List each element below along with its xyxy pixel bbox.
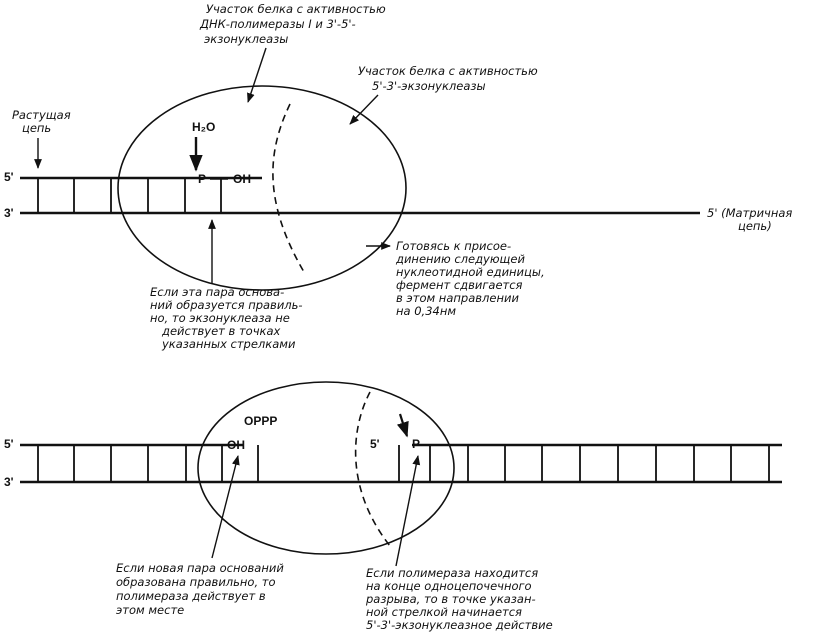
growing-chain-label: Растущая цепь: [12, 108, 74, 135]
exonuclease-region-arrow: [349, 94, 379, 125]
advance-line: Готовясь к присое-: [396, 239, 511, 253]
polymerase-note-line: Если новая пара оснований: [116, 561, 284, 575]
bottom-enzyme-ellipse: [197, 381, 455, 555]
top-base-pair-rungs: [37, 178, 222, 213]
exonuclease-site-arrow: [396, 413, 409, 438]
advance-line: на 0,34нм: [396, 304, 456, 318]
advance-line: нуклеотидной единицы,: [396, 265, 545, 279]
correct-pair-line: действует в точках: [161, 324, 280, 338]
correct-pair-line: ний образуется правиль-: [150, 298, 303, 312]
advance-note: Готовясь к присое- динению следующей нук…: [395, 239, 548, 318]
bottom-three-prime-label: 3': [4, 475, 14, 489]
triphosphate-label: OPPP: [244, 414, 277, 428]
bottom-phosphate-label: P: [412, 437, 420, 451]
correct-pair-note: Если эта пара основа- ний образуется пра…: [150, 285, 306, 351]
polymerase-region-arrow: [247, 47, 267, 103]
growing-chain-line: цепь: [22, 121, 51, 135]
exonuclease-note-line: 5'-3'-экзонуклеазное действие: [366, 618, 553, 632]
exonuclease-region-line: 5'-3'-экзонуклеазы: [372, 79, 486, 93]
polymerase-note-line: этом месте: [116, 603, 184, 617]
top-panel: 5' 3' 5' (Матричная цепь) Растущая цепь …: [4, 2, 796, 351]
correct-pair-line: указанных стрелками: [161, 337, 296, 351]
polymerase-site-arrow: [211, 455, 240, 559]
exonuclease-region-line: Участок белка с активностью: [358, 64, 538, 78]
polymerase-region-label: Участок белка с активностью ДНК-полимера…: [199, 2, 389, 46]
bottom-domain-boundary: [354, 391, 391, 547]
polymerase-note: Если новая пара оснований образована пра…: [116, 561, 287, 617]
water-label: H₂O: [192, 120, 215, 134]
bottom-base-pair-rungs: [37, 445, 770, 482]
bottom-panel: 5' 3' OPPP OH 5' P Если новая пара основ…: [4, 381, 782, 632]
bottom-five-prime-gap-label: 5': [370, 437, 380, 451]
correct-pair-line: Если эта пара основа-: [150, 285, 284, 299]
hydroxyl-label: OH: [233, 172, 251, 186]
correct-pair-line: но, то экзонуклеаза не: [150, 311, 290, 325]
exonuclease-note-arrow: [395, 455, 421, 567]
advance-line: в этом направлении: [396, 291, 519, 305]
exonuclease-note: Если полимераза находится на конце одноц…: [365, 566, 553, 632]
top-three-prime-label: 3': [4, 206, 14, 220]
exonuclease-region-label: Участок белка с активностью 5'-3'-экзону…: [358, 64, 541, 93]
exonuclease-note-line: ной стрелкой начинается: [366, 605, 522, 619]
growing-chain-line: Растущая: [12, 108, 71, 122]
bottom-hydroxyl-label: OH: [227, 438, 245, 452]
template-chain-line: 5' (Матричная: [707, 206, 792, 220]
exonuclease-note-line: Если полимераза находится: [366, 566, 538, 580]
top-domain-boundary: [272, 103, 305, 273]
top-five-prime-label: 5': [4, 170, 14, 184]
polymerase-region-line: экзонуклеазы: [204, 32, 288, 46]
advance-line: фермент сдвигается: [396, 278, 523, 292]
template-chain-label: 5' (Матричная цепь): [707, 206, 796, 233]
phosphate-label: P: [198, 172, 206, 186]
polymerase-note-line: образована правильно, то: [116, 575, 276, 589]
exonuclease-note-line: на конце одноцепочечного: [366, 579, 532, 593]
exonuclease-note-line: разрыва, то в точке указан-: [365, 592, 536, 606]
bottom-five-prime-label: 5': [4, 437, 14, 451]
polymerase-region-line: Участок белка с активностью: [206, 2, 386, 16]
polymerase-note-line: полимераза действует в: [116, 589, 266, 603]
advance-line: динению следующей: [395, 252, 525, 266]
template-chain-line: цепь): [738, 219, 772, 233]
top-enzyme-ellipse: [117, 85, 407, 291]
polymerase-region-line: ДНК-полимеразы I и 3'-5'-: [199, 17, 356, 31]
